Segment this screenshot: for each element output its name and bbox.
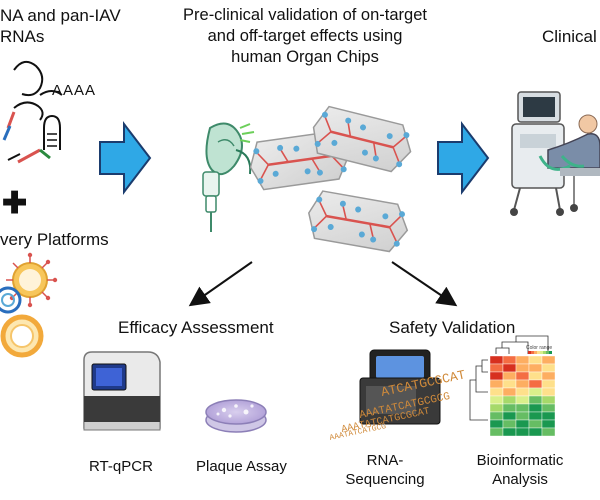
heatmap-colorkey-swatch (534, 351, 537, 354)
heatmap-colorkey-swatch (540, 351, 543, 354)
arrow-to-safety (391, 261, 458, 307)
petri-dish-icon (205, 399, 267, 433)
heatmap-cell (528, 419, 543, 429)
heatmap-row-dendrogram (469, 359, 488, 421)
left-title-line1: NA and pan-IAV (0, 6, 121, 25)
rnaseq-label-line1: RNA- (366, 452, 404, 469)
arrow-to-efficacy (188, 261, 253, 307)
heatmap-cell (528, 363, 543, 373)
heatmap-cell (489, 419, 504, 429)
heatmap-colorkey-swatch (546, 351, 549, 354)
heatmap-cell (541, 419, 556, 429)
mrna-icon (13, 60, 63, 97)
heatmap-cell (515, 379, 530, 389)
plaque-label: Plaque Assay (196, 458, 287, 475)
heatmap-icon (469, 335, 556, 437)
heatmap-cell (489, 371, 504, 381)
polya-label: AAAA (52, 82, 97, 99)
bioinfo-label-line2: Analysis (492, 471, 548, 488)
heatmap-colorkey-swatch (543, 351, 546, 354)
heatmap-cell (515, 395, 530, 405)
heatmap-cell (541, 395, 556, 405)
heatmap-cell (502, 387, 517, 397)
heatmap-cell (502, 395, 517, 405)
heatmap-cell (502, 403, 517, 413)
heatmap-cell (515, 355, 530, 365)
heatmap-cell (515, 411, 530, 421)
efficacy-heading: Efficacy Assessment (118, 318, 274, 337)
heatmap-colorkey-swatch (537, 351, 540, 354)
ventilator-icon (510, 91, 565, 216)
heatmap-cell (541, 355, 556, 365)
polymer-nanoparticle-icon (0, 286, 22, 314)
plus-symbol: ✚ (2, 187, 28, 220)
heatmap-cell (541, 363, 556, 373)
heatmap-cell (489, 395, 504, 405)
platforms-label: very Platforms (0, 230, 109, 249)
heatmap-cell (541, 379, 556, 389)
heatmap-cell (502, 419, 517, 429)
patient-bed-icon (538, 114, 600, 212)
heatmap-cell (502, 363, 517, 373)
heatmap-cell (489, 379, 504, 389)
heatmap-cell (528, 379, 543, 389)
rtqpcr-label: RT-qPCR (89, 458, 153, 475)
heatmap-cell (541, 427, 556, 437)
safety-heading: Safety Validation (389, 318, 516, 337)
block-arrow-left (99, 121, 152, 195)
heatmap-cell (502, 371, 517, 381)
heatmap-cell (528, 411, 543, 421)
heatmap-cell (528, 371, 543, 381)
heatmap-cell (489, 427, 504, 437)
heatmap-cell (489, 387, 504, 397)
heatmap-cell (528, 355, 543, 365)
liposome-icon (0, 314, 44, 358)
heatmap-col-dendrogram (495, 335, 549, 354)
heatmap-cell (541, 371, 556, 381)
heatmap-cell (489, 411, 504, 421)
heatmap-cell (528, 395, 543, 405)
heatmap-cell (515, 403, 530, 413)
heatmap-cell (502, 379, 517, 389)
left-title-line2: RNAs (0, 27, 45, 46)
organ-chip-3 (307, 190, 409, 253)
heatmap-cell (528, 427, 543, 437)
organ-chips-group (249, 105, 412, 253)
heatmap-cell (515, 387, 530, 397)
heatmap-cell (541, 403, 556, 413)
rtqpcr-machine-icon (83, 351, 161, 431)
heatmap-cell (489, 355, 504, 365)
heatmap-cell (489, 363, 504, 373)
rnaseq-label-line2: Sequencing (345, 471, 425, 488)
heatmap-colorkey-swatch (549, 351, 552, 354)
heatmap-colorkey-swatch (528, 351, 531, 354)
heatmap-colorkey-swatch (531, 351, 534, 354)
organ-chip-2 (312, 105, 412, 173)
heatmap-cell (489, 403, 504, 413)
sirna-icon (2, 101, 44, 141)
sequencer-icon (359, 349, 441, 425)
heatmap-cell (515, 419, 530, 429)
block-arrow-right (437, 121, 490, 195)
heatmap-cell (502, 355, 517, 365)
heatmap-cell (515, 427, 530, 437)
clinical-title: Clinical (542, 27, 597, 46)
heatmap-cell (528, 387, 543, 397)
heatmap-cell (502, 427, 517, 437)
heatmap-cell (541, 387, 556, 397)
heatmap-colorkey-label: Color range (526, 345, 552, 351)
heatmap-cell (515, 363, 530, 373)
lipid-nanoparticle-icon (6, 252, 58, 308)
heatmap-cell (528, 403, 543, 413)
center-title-line3: human Organ Chips (231, 48, 379, 66)
heatmap-cell (541, 411, 556, 421)
center-title-line1: Pre-clinical validation of on-target (183, 6, 427, 24)
hairpin-rna-icon (7, 114, 61, 164)
heatmap-cell (515, 371, 530, 381)
heatmap-cell (502, 411, 517, 421)
center-title-line2: and off-target effects using (207, 27, 403, 45)
nebulizer-mask-icon (202, 122, 255, 232)
bioinfo-label-line1: Bioinformatic (476, 452, 564, 469)
